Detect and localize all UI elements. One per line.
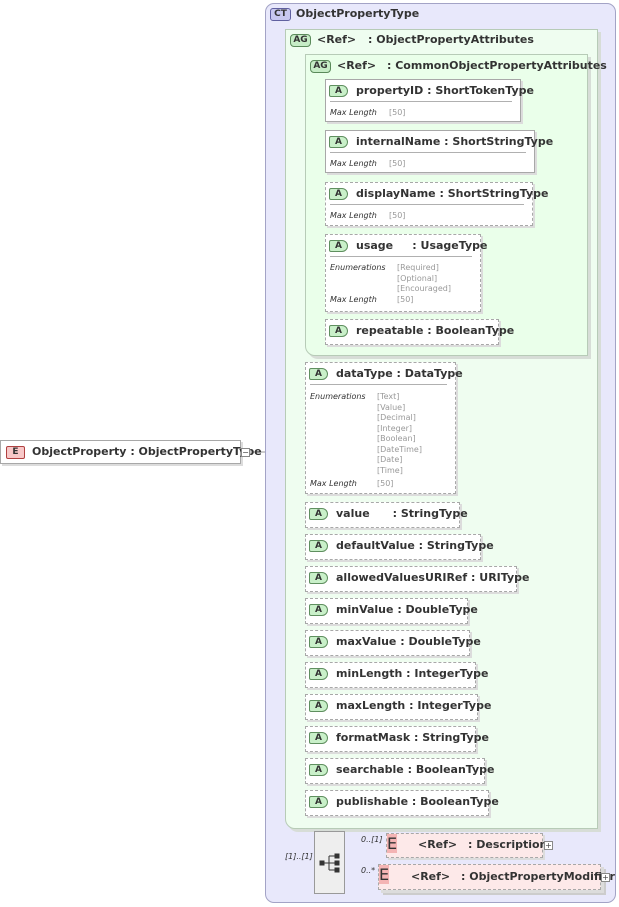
element-name: ObjectProperty : ObjectPropertyType <box>32 445 262 458</box>
ag-badge-icon: AG <box>310 60 331 73</box>
element-ref-object-property-modifier[interactable]: E <Ref> : ObjectPropertyModifier <box>378 864 615 890</box>
facet-value: [50] <box>389 108 406 117</box>
attribute-name: usage : UsageType <box>356 239 488 252</box>
complex-type-title: ObjectPropertyType <box>296 7 420 20</box>
facet-label: Enumerations <box>310 392 366 401</box>
ct-badge-icon: CT <box>270 8 291 21</box>
ag-outer-name: : ObjectPropertyAttributes <box>368 33 534 46</box>
attribute-allowed-values-uri-ref[interactable]: A allowedValuesURIRef : URIType <box>305 566 529 592</box>
facet-label: Max Length <box>330 295 377 304</box>
attribute-value[interactable]: A value : StringType <box>305 502 468 528</box>
element-icon: E <box>6 446 25 459</box>
attribute-icon: A <box>309 572 328 584</box>
facet-value: [Text] [Value] [Decimal] [Integer] [Bool… <box>377 392 422 475</box>
divider <box>330 204 524 205</box>
attribute-name: displayName : ShortStringType <box>356 187 549 200</box>
element-ref: <Ref> <box>418 838 458 851</box>
attribute-icon: A <box>329 85 348 97</box>
attribute-internal-name[interactable]: A internalName : ShortStringType Max Len… <box>325 130 553 173</box>
ag-outer-ref: <Ref> <box>317 33 357 46</box>
divider <box>330 256 472 257</box>
element-name: : Description <box>468 838 548 851</box>
facet-label: Max Length <box>330 211 377 220</box>
attribute-display-name[interactable]: A displayName : ShortStringType Max Leng… <box>325 182 549 226</box>
attribute-icon: A <box>309 764 328 776</box>
attribute-icon: A <box>309 604 328 616</box>
facet-value: [50] <box>389 211 406 220</box>
attribute-name: publishable : BooleanType <box>336 795 499 808</box>
facet-label: Max Length <box>310 479 357 488</box>
attribute-name: dataType : DataType <box>336 367 463 380</box>
attribute-name: minValue : DoubleType <box>336 603 478 616</box>
attribute-name: maxValue : DoubleType <box>336 635 481 648</box>
sequence-cardinality: [1]..[1] <box>285 852 313 861</box>
attribute-icon: A <box>309 368 328 380</box>
attribute-icon: A <box>309 636 328 648</box>
expand-toggle[interactable]: + <box>601 873 610 882</box>
element-ref: <Ref> <box>411 870 451 883</box>
attribute-icon: A <box>309 796 328 808</box>
facet-label: Max Length <box>330 108 377 117</box>
attribute-name: allowedValuesURIRef : URIType <box>336 571 530 584</box>
sequence-compositor[interactable] <box>314 831 345 894</box>
divider <box>330 101 512 102</box>
facet-value: [Required] [Optional] [Encouraged] <box>397 263 451 293</box>
element-icon: E <box>379 865 390 884</box>
attribute-searchable[interactable]: A searchable : BooleanType <box>305 758 495 784</box>
facet-label: Max Length <box>330 159 377 168</box>
ag-inner-name: : CommonObjectPropertyAttributes <box>387 59 607 72</box>
child-cardinality: 0..* <box>361 866 376 875</box>
divider <box>310 384 447 385</box>
facet-value: [50] <box>397 295 414 304</box>
element-icon: E <box>387 834 398 853</box>
collapse-toggle[interactable]: − <box>241 448 250 457</box>
facet-label: Enumerations <box>330 263 386 272</box>
attribute-icon: A <box>309 732 328 744</box>
divider <box>330 152 526 153</box>
attribute-icon: A <box>329 240 348 252</box>
child-cardinality: 0..[1] <box>361 835 383 844</box>
attribute-icon: A <box>309 668 328 680</box>
attribute-name: defaultValue : StringType <box>336 539 494 552</box>
attribute-icon: A <box>329 188 348 200</box>
attribute-name: maxLength : IntegerType <box>336 699 492 712</box>
attribute-min-value[interactable]: A minValue : DoubleType <box>305 598 478 624</box>
root-element-object-property[interactable]: E ObjectProperty : ObjectPropertyType <box>0 440 262 464</box>
attribute-max-length[interactable]: A maxLength : IntegerType <box>305 694 491 720</box>
attribute-default-value[interactable]: A defaultValue : StringType <box>305 534 494 560</box>
attribute-icon: A <box>309 508 328 520</box>
attribute-data-type[interactable]: A dataType : DataType Enumerations [Text… <box>305 362 463 494</box>
element-ref-description[interactable]: E <Ref> : Description <box>386 833 547 858</box>
expand-toggle[interactable]: + <box>544 841 553 850</box>
attribute-name: formatMask : StringType <box>336 731 490 744</box>
attribute-usage[interactable]: A usage : UsageType Enumerations [Requir… <box>325 234 487 312</box>
ag-badge-icon: AG <box>290 34 311 47</box>
attribute-name: minLength : IntegerType <box>336 667 489 680</box>
attribute-property-id[interactable]: A propertyID : ShortTokenType Max Length… <box>325 79 534 122</box>
attribute-icon: A <box>329 325 348 337</box>
facet-value: [50] <box>377 479 394 488</box>
sequence-icon <box>319 853 340 873</box>
attribute-name: searchable : BooleanType <box>336 763 495 776</box>
attribute-max-value[interactable]: A maxValue : DoubleType <box>305 630 481 656</box>
facet-value: [50] <box>389 159 406 168</box>
ag-inner-ref: <Ref> <box>337 59 377 72</box>
attribute-name: repeatable : BooleanType <box>356 324 515 337</box>
attribute-format-mask[interactable]: A formatMask : StringType <box>305 726 489 752</box>
attribute-publishable[interactable]: A publishable : BooleanType <box>305 790 499 816</box>
element-name: : ObjectPropertyModifier <box>461 870 615 883</box>
attribute-name: propertyID : ShortTokenType <box>356 84 534 97</box>
attribute-repeatable[interactable]: A repeatable : BooleanType <box>325 319 514 345</box>
attribute-name: internalName : ShortStringType <box>356 135 554 148</box>
attribute-icon: A <box>309 700 328 712</box>
attribute-icon: A <box>309 540 328 552</box>
attribute-name: value : StringType <box>336 507 468 520</box>
attribute-min-length[interactable]: A minLength : IntegerType <box>305 662 489 688</box>
attribute-icon: A <box>329 136 348 148</box>
